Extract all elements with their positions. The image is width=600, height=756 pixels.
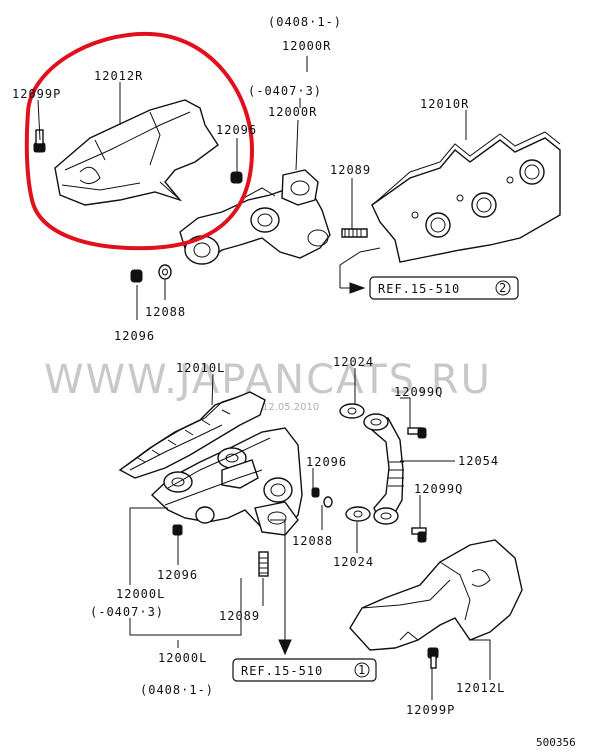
exhaust-manifold-lh — [150, 427, 303, 536]
nut-12096-c — [311, 487, 320, 498]
label-12000l-a: 12000L — [116, 587, 165, 601]
label-12054: 12054 — [458, 454, 499, 468]
label-12000r-a: 12000R — [282, 39, 331, 53]
ref-box-bot-text: REF.15-510 — [241, 664, 323, 678]
label-12088-b: 12088 — [292, 534, 333, 548]
watermark-date: 12.05.2010 — [262, 402, 319, 413]
arrow-ref-top — [340, 282, 366, 294]
arrow-ref-bot — [278, 639, 292, 656]
label-0408-top: (0408·1-) — [268, 15, 342, 29]
heat-shield-rh — [54, 99, 219, 206]
label-12096-c: 12096 — [306, 455, 347, 469]
leader-lines — [37, 56, 491, 700]
label-12099q-a: 12099Q — [394, 385, 443, 399]
bolt-12099q-a — [407, 427, 427, 439]
manifold-gasket-rh — [371, 131, 561, 263]
label-0408-bot: (0408·1-) — [140, 683, 214, 697]
label-12010r: 12010R — [420, 97, 469, 111]
label-12010l: 12010L — [176, 361, 225, 375]
ref-box-top: REF.15-510 2 — [369, 276, 519, 300]
label-12024-a: 12024 — [333, 355, 374, 369]
nut-12096-top — [230, 171, 243, 184]
label-12024-b: 12024 — [333, 555, 374, 569]
diagram-code: 500356 — [536, 736, 576, 749]
label-12012l: 12012L — [456, 681, 505, 695]
label-12012r: 12012R — [94, 69, 143, 83]
bolt-12099p-bot — [427, 647, 439, 669]
ref-box-bot-number: 1 — [358, 663, 366, 677]
label-12096-mid: 12096 — [114, 329, 155, 343]
label-12089-bot: 12089 — [219, 609, 260, 623]
nut-12096-d — [172, 524, 183, 536]
stud-12089-bot — [258, 551, 269, 577]
label-0407-bot: (-0407·3) — [90, 605, 164, 619]
label-12099q-b: 12099Q — [414, 482, 463, 496]
label-12099p-top: 12099P — [12, 87, 61, 101]
ref-box-top-number: 2 — [499, 281, 507, 295]
ref-box-bot: REF.15-510 1 — [232, 658, 377, 682]
label-12000r-b: 12000R — [268, 105, 317, 119]
pipe-12054 — [363, 413, 404, 525]
label-0407-top: (-0407·3) — [248, 84, 322, 98]
label-12088-top: 12088 — [145, 305, 186, 319]
heat-shield-lh — [349, 539, 523, 651]
label-12096-d: 12096 — [157, 568, 198, 582]
gasket-12024-bot — [345, 506, 371, 522]
highlight-circle — [24, 31, 255, 251]
label-12099p-bot: 12099P — [406, 703, 455, 717]
washer-12088-top — [158, 264, 172, 280]
manifold-gasket-lh — [118, 391, 266, 479]
bolt-12099q-b — [411, 527, 427, 543]
label-12000l-b: 12000L — [158, 651, 207, 665]
watermark-text: WWW.JAPANCATS.RU — [44, 357, 492, 403]
ref-box-top-text: REF.15-510 — [378, 282, 460, 296]
exhaust-manifold-rh — [179, 169, 331, 265]
label-12089-top: 12089 — [330, 163, 371, 177]
nut-12096-mid — [130, 269, 143, 283]
label-12096-top: 12096 — [216, 123, 257, 137]
washer-12088-b — [323, 496, 333, 508]
stud-12089-top — [341, 228, 368, 238]
gasket-12024-top — [339, 403, 365, 419]
